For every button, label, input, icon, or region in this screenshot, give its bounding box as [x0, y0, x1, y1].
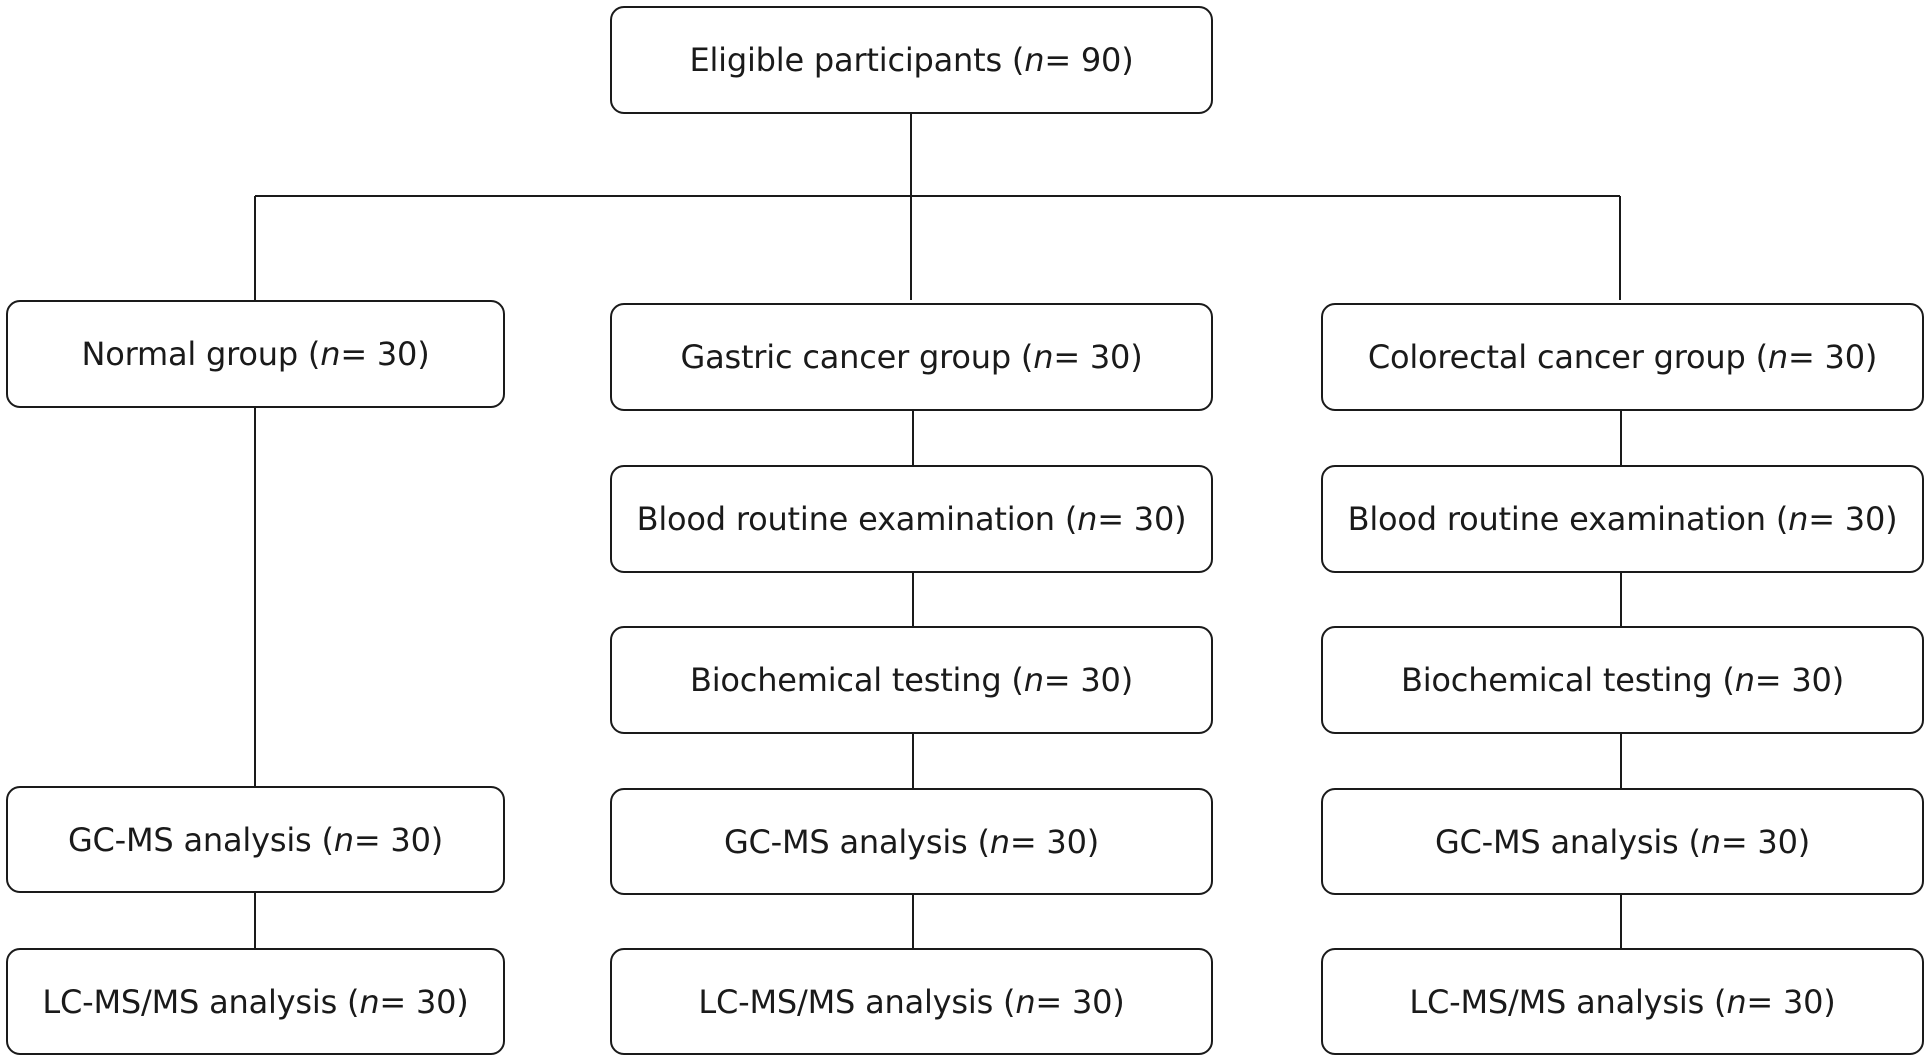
node-label: Colorectal cancer group (: [1367, 338, 1768, 376]
node-n-symbol: n: [1700, 822, 1721, 861]
node-count: = 30): [353, 820, 444, 859]
node-count: = 30): [1720, 822, 1811, 861]
node-label: Blood routine examination (: [1347, 500, 1789, 538]
node-n-symbol: n: [320, 335, 341, 373]
node-gastric-gcms-analysis: GC-MS analysis (n = 30): [610, 788, 1213, 895]
node-label: Normal group (: [81, 335, 321, 373]
node-colorectal-blood-routine: Blood routine examination (n = 30): [1321, 465, 1924, 573]
node-label: Blood routine examination (: [636, 500, 1078, 538]
node-label: LC-MS/MS analysis (: [698, 982, 1016, 1021]
node-count: = 30): [1746, 982, 1836, 1021]
node-label: GC-MS analysis (: [723, 822, 990, 861]
node-eligible-participants: Eligible participants (n = 90): [610, 6, 1213, 114]
node-label: LC-MS/MS analysis (: [42, 982, 360, 1021]
node-count: = 30): [1808, 500, 1898, 538]
node-count: = 30): [1035, 982, 1125, 1021]
node-colorectal-cancer-group: Colorectal cancer group (n = 30): [1321, 303, 1924, 411]
node-gastric-blood-routine: Blood routine examination (n = 30): [610, 465, 1213, 573]
node-normal-group: Normal group (n = 30): [6, 300, 505, 408]
node-count: = 30): [1754, 661, 1844, 699]
node-n-symbol: n: [1734, 661, 1755, 699]
node-count: = 30): [340, 335, 430, 373]
node-count: = 30): [1009, 822, 1100, 861]
node-label: LC-MS/MS analysis (: [1409, 982, 1727, 1021]
node-label: Gastric cancer group (: [680, 338, 1034, 376]
node-n-symbol: n: [1077, 500, 1098, 538]
node-normal-gcms-analysis: GC-MS analysis (n = 30): [6, 786, 505, 893]
node-label: Biochemical testing (: [1400, 661, 1735, 699]
node-label: Eligible participants (: [689, 41, 1025, 79]
node-gastric-lcms-analysis: LC-MS/MS analysis (n = 30): [610, 948, 1213, 1055]
node-count: = 90): [1044, 41, 1134, 79]
node-count: = 30): [379, 982, 469, 1021]
node-n-symbol: n: [1033, 338, 1054, 376]
node-colorectal-biochemical-testing: Biochemical testing (n = 30): [1321, 626, 1924, 734]
node-count: = 30): [1097, 500, 1187, 538]
node-count: = 30): [1053, 338, 1143, 376]
node-n-symbol: n: [333, 820, 354, 859]
node-count: = 30): [1043, 661, 1133, 699]
node-n-symbol: n: [1767, 338, 1788, 376]
node-label: GC-MS analysis (: [1434, 822, 1701, 861]
node-n-symbol: n: [989, 822, 1010, 861]
node-normal-lcms-analysis: LC-MS/MS analysis (n = 30): [6, 948, 505, 1055]
node-n-symbol: n: [1023, 661, 1044, 699]
node-n-symbol: n: [1015, 982, 1036, 1021]
node-count: = 30): [1787, 338, 1878, 376]
node-colorectal-lcms-analysis: LC-MS/MS analysis (n = 30): [1321, 948, 1924, 1055]
node-gastric-cancer-group: Gastric cancer group (n = 30): [610, 303, 1213, 411]
node-gastric-biochemical-testing: Biochemical testing (n = 30): [610, 626, 1213, 734]
node-n-symbol: n: [1788, 500, 1809, 538]
node-label: GC-MS analysis (: [67, 820, 334, 859]
node-colorectal-gcms-analysis: GC-MS analysis (n = 30): [1321, 788, 1924, 895]
node-n-symbol: n: [1726, 982, 1747, 1021]
node-label: Biochemical testing (: [689, 661, 1024, 699]
node-n-symbol: n: [359, 982, 380, 1021]
node-n-symbol: n: [1024, 41, 1045, 79]
